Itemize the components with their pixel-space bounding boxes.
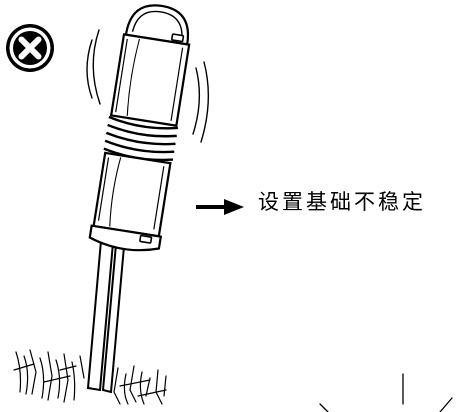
partial-mark [319, 373, 453, 412]
support-pole [86, 216, 128, 394]
arrow-right-icon [196, 199, 244, 215]
annotation-caption: 设置基础不稳定 [258, 190, 426, 214]
detector-column [88, 4, 191, 252]
cross-circle-icon [6, 24, 54, 72]
wobble-lines [86, 29, 210, 143]
grass-tuft [13, 349, 167, 405]
